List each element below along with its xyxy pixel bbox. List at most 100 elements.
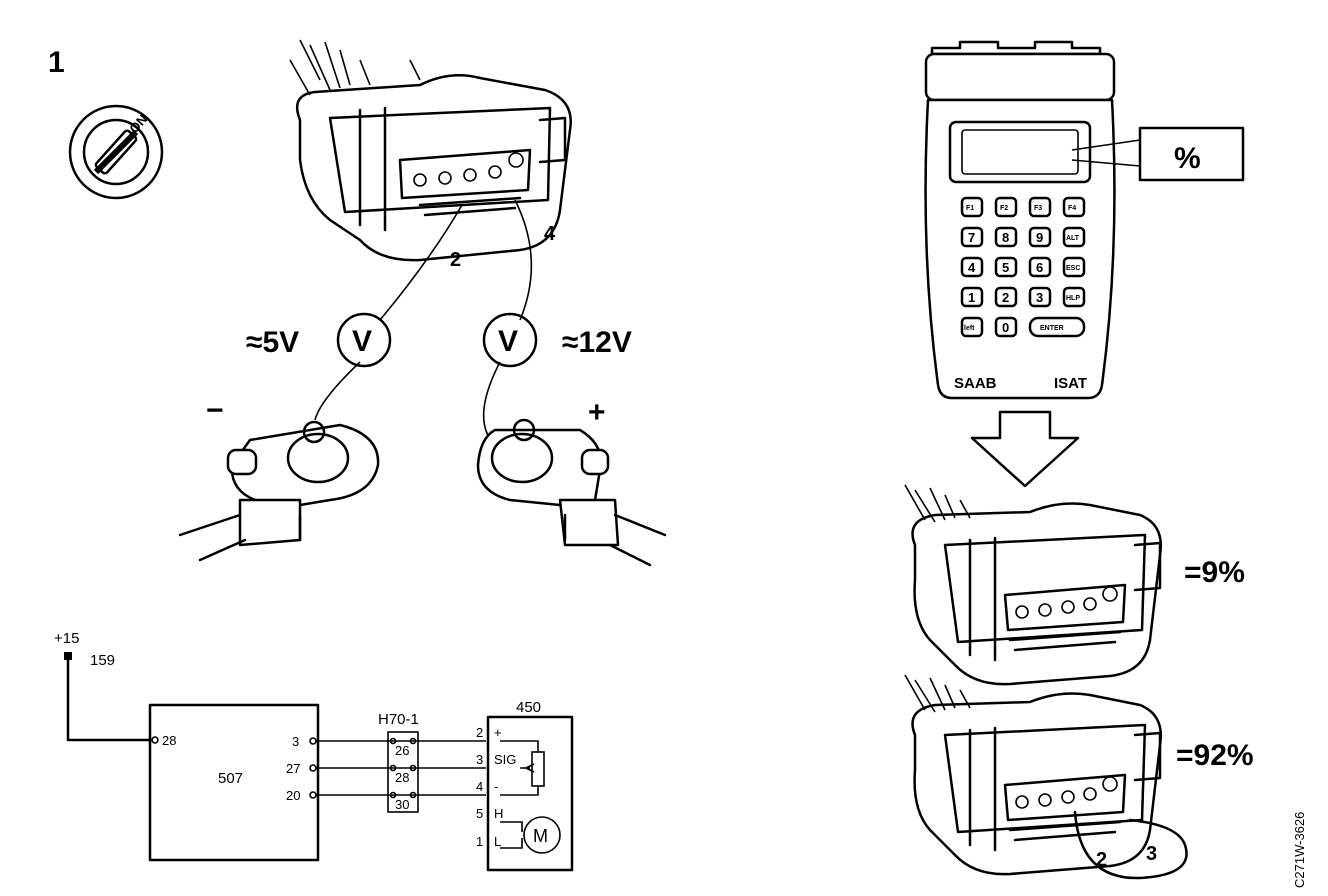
down-arrow-icon — [970, 410, 1080, 488]
svg-text:27: 27 — [286, 761, 300, 776]
key-enter — [1028, 316, 1086, 338]
result-pin-3: 3 — [1146, 843, 1157, 865]
svg-text:L: L — [494, 834, 501, 849]
component-label: 450 — [516, 699, 541, 716]
key-hlp — [1062, 286, 1086, 308]
key-esc — [1062, 256, 1086, 278]
svg-text:5: 5 — [476, 806, 483, 821]
key-alt — [1062, 226, 1086, 248]
reading-12v: ≈12V — [562, 326, 632, 359]
meter-wire-negative — [314, 361, 361, 421]
key-2 — [994, 286, 1018, 308]
key-0 — [994, 316, 1018, 338]
display-readout-box — [1138, 126, 1245, 182]
reading-5v: ≈5V — [246, 326, 299, 359]
terminal-negative-label: − — [206, 394, 224, 427]
svg-text:30: 30 — [395, 797, 409, 812]
voltmeter-right: V — [482, 312, 538, 368]
svg-text:3: 3 — [292, 734, 299, 749]
svg-text:6: 6 — [1036, 260, 1043, 275]
display-value: % — [1174, 142, 1201, 175]
svg-text:F3: F3 — [1034, 205, 1042, 212]
svg-text:HLP: HLP — [1066, 295, 1080, 302]
pin-callout-loop — [1073, 810, 1188, 880]
supply-wire-label: 159 — [90, 652, 115, 669]
scan-tool — [924, 40, 1116, 400]
svg-text:F1: F1 — [966, 205, 974, 212]
svg-text:3: 3 — [1036, 290, 1043, 305]
svg-text:9: 9 — [1036, 230, 1043, 245]
svg-text:ENTER: ENTER — [1040, 325, 1064, 332]
key-1 — [960, 286, 984, 308]
svg-text:0: 0 — [1002, 320, 1009, 335]
connector-left — [289, 39, 572, 262]
potentiometer — [531, 751, 545, 787]
result-pin-2: 2 — [1096, 849, 1107, 871]
figure-id: C271W-3626 — [1292, 812, 1307, 888]
svg-text:V: V — [498, 325, 518, 358]
svg-text:1: 1 — [476, 834, 483, 849]
supply-terminal — [64, 652, 72, 660]
supply-label: +15 — [54, 630, 79, 647]
probe-wire-pin2 — [379, 204, 463, 321]
ecu-label: 507 — [218, 770, 243, 787]
key-7 — [960, 226, 984, 248]
battery-terminal-positive — [476, 418, 667, 567]
svg-text:V: V — [352, 325, 372, 358]
key-3 — [1028, 286, 1052, 308]
component-box — [486, 715, 574, 872]
brand-isat: ISAT — [1054, 375, 1087, 392]
display-callout — [1071, 139, 1141, 167]
key-f4 — [1062, 196, 1086, 218]
connector-pin-2-label: 2 — [450, 249, 461, 271]
svg-text:2: 2 — [476, 725, 483, 740]
ecu-box — [148, 703, 320, 862]
result-value-2: =92% — [1176, 739, 1254, 772]
svg-text:28: 28 — [395, 770, 409, 785]
step-number: 1 — [48, 46, 65, 79]
probe-wire-pin4 — [514, 199, 533, 321]
svg-text:-: - — [494, 779, 498, 794]
key-8 — [994, 226, 1018, 248]
svg-text:7: 7 — [968, 230, 975, 245]
result-value-1: =9% — [1184, 556, 1245, 589]
svg-text:4: 4 — [968, 260, 976, 275]
svg-text:3: 3 — [476, 752, 483, 767]
schematic: +15 159 507 28 3 27 20 H70-1 26 28 30 45… — [54, 630, 574, 872]
svg-text:SIG: SIG — [494, 752, 516, 767]
keypad: F1 F2 F3 F4 7 8 9 ALT 4 5 6 ESC 1 2 3 HL… — [960, 196, 1086, 338]
key-5 — [994, 256, 1018, 278]
svg-text:ESC: ESC — [1066, 265, 1080, 272]
svg-text:8: 8 — [1002, 230, 1009, 245]
terminal-positive-label: + — [588, 396, 606, 429]
key-f2 — [994, 196, 1018, 218]
svg-text:M: M — [533, 826, 548, 846]
motor-icon — [523, 816, 561, 854]
connector-block — [387, 731, 419, 813]
brand-saab: SAAB — [954, 375, 997, 392]
svg-text:F4: F4 — [1068, 205, 1076, 212]
svg-text:26: 26 — [395, 743, 409, 758]
svg-text:+: + — [494, 725, 502, 740]
key-6 — [1028, 256, 1052, 278]
key-f1 — [960, 196, 984, 218]
svg-text:28: 28 — [162, 733, 176, 748]
key-f3 — [1028, 196, 1052, 218]
svg-text:F2: F2 — [1000, 205, 1008, 212]
ignition-key-icon: ON — [68, 104, 164, 200]
key-left — [960, 316, 984, 338]
svg-text:5: 5 — [1002, 260, 1009, 275]
svg-text:left: left — [964, 325, 975, 332]
key-4 — [960, 256, 984, 278]
svg-text:2: 2 — [1002, 290, 1009, 305]
voltmeter-left: V — [336, 312, 392, 368]
svg-text:1: 1 — [968, 290, 975, 305]
svg-text:20: 20 — [286, 788, 300, 803]
connector-result-2 — [904, 674, 1163, 876]
connector-label: H70-1 — [378, 711, 419, 728]
key-9 — [1028, 226, 1052, 248]
battery-terminal-negative — [178, 420, 380, 562]
svg-text:4: 4 — [476, 779, 483, 794]
connector-result-1 — [904, 484, 1163, 686]
